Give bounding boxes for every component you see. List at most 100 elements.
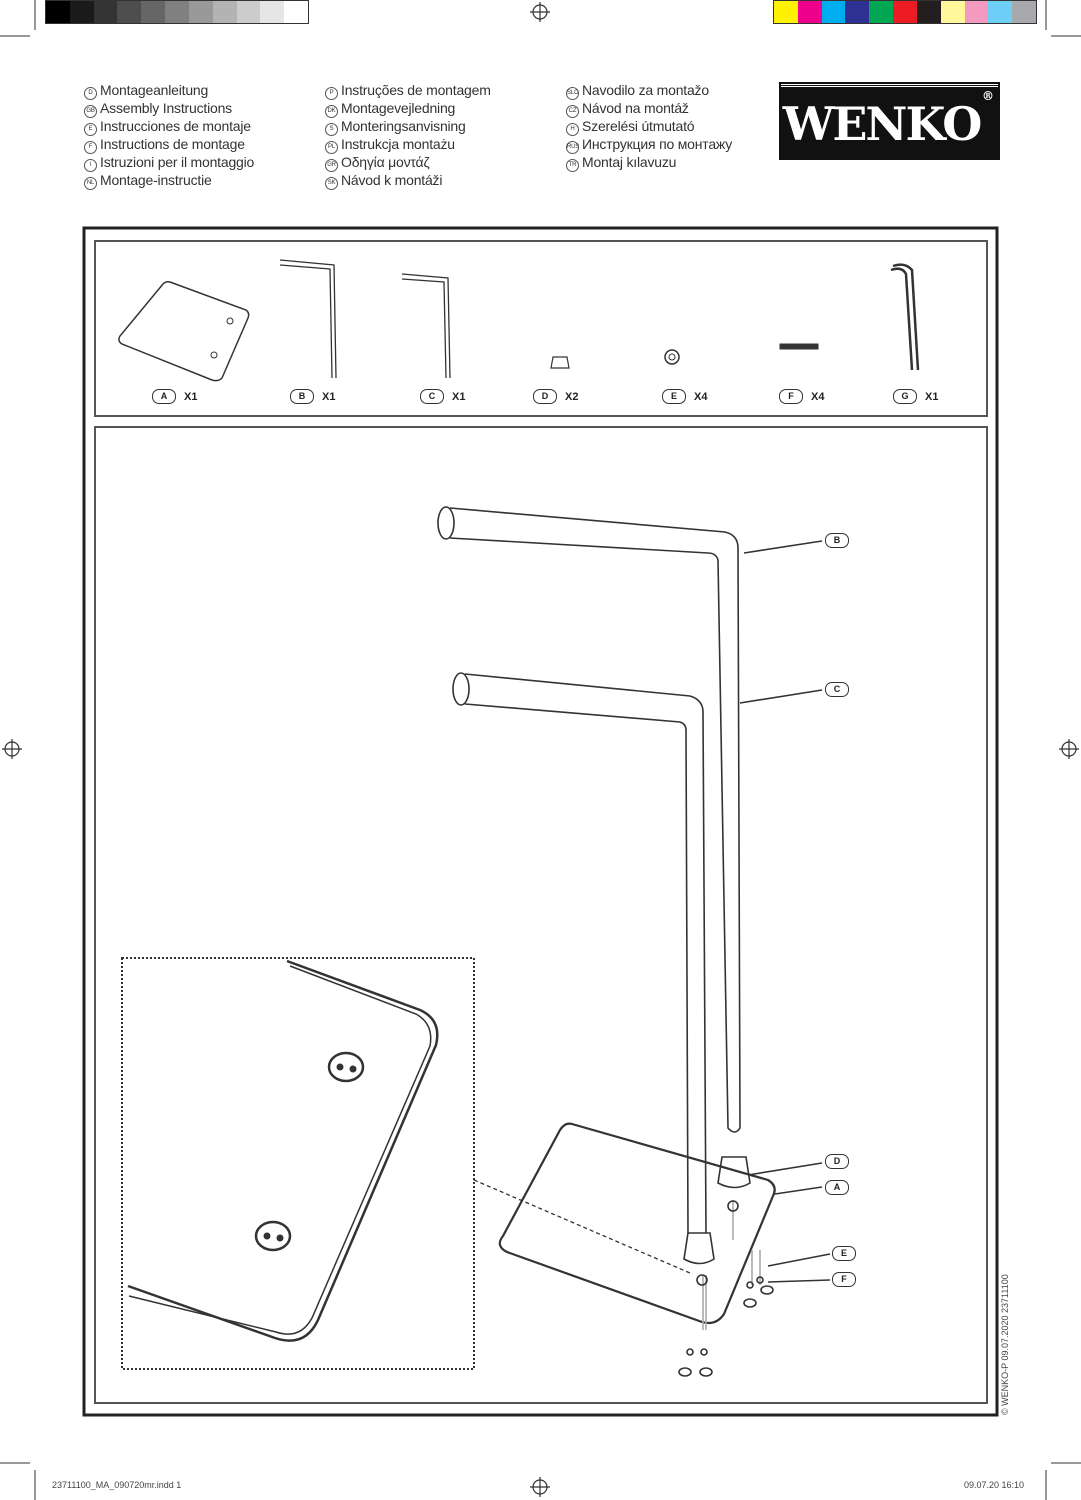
country-code-icon: F	[84, 141, 97, 154]
callout-c: C	[825, 682, 849, 698]
country-code-icon: NL	[84, 177, 97, 190]
registration-mark-icon	[2, 739, 22, 759]
title-text: Οδηγία μοντάζ	[341, 154, 430, 170]
country-code-icon: SLO	[566, 87, 579, 100]
color-swatch	[69, 1, 94, 23]
part-quantity: X1	[184, 390, 198, 403]
callout-f: F	[832, 1272, 856, 1288]
country-code-icon: E	[84, 123, 97, 136]
part-quantity: X1	[925, 390, 939, 403]
country-code-icon: RUS	[566, 141, 579, 154]
color-swatch	[893, 1, 917, 23]
part-letter: D	[533, 389, 557, 404]
part-letter: E	[662, 389, 686, 404]
footer-file-name: 23711100_MA_090720mr.indd 1	[52, 1480, 182, 1490]
color-swatch	[260, 1, 285, 23]
title-text: Istruzioni per il montaggio	[100, 154, 255, 170]
color-swatch	[188, 1, 213, 23]
registration-mark-icon	[530, 2, 550, 22]
part-letter: A	[152, 389, 176, 404]
title-text: Instructions de montage	[100, 136, 245, 152]
grayscale-color-bar	[45, 0, 309, 24]
color-swatch	[964, 1, 989, 23]
callout-letter: F	[832, 1272, 856, 1287]
wenko-logo: WENKO®	[779, 82, 1000, 160]
title-text: Szerelési útmutató	[582, 118, 695, 134]
country-code-icon: PL	[325, 141, 338, 154]
callout-d: D	[825, 1154, 849, 1170]
part-label-a: A X1	[152, 389, 197, 404]
registration-mark-icon	[530, 1477, 550, 1497]
callout-letter: D	[825, 1154, 849, 1169]
color-swatch	[236, 1, 261, 23]
color-swatch	[117, 1, 142, 23]
country-code-icon: I	[84, 159, 97, 172]
color-swatch	[940, 1, 965, 23]
country-code-icon: P	[325, 87, 338, 100]
country-code-icon: TR	[566, 159, 579, 172]
title-text: Instrukcja montażu	[341, 136, 455, 152]
country-code-icon: DK	[325, 105, 338, 118]
process-color-bar	[773, 0, 1037, 24]
color-swatch	[1012, 1, 1036, 23]
country-code-icon: SK	[325, 177, 338, 190]
part-letter: F	[779, 389, 803, 404]
color-swatch	[141, 1, 166, 23]
country-code-icon: GB	[84, 105, 97, 118]
country-code-icon: D	[84, 87, 97, 100]
color-swatch	[284, 1, 308, 23]
part-quantity: X4	[694, 390, 708, 403]
color-swatch	[869, 1, 894, 23]
title-text: Monteringsanvisning	[341, 118, 466, 134]
title-text: Instruções de montagem	[341, 82, 491, 98]
country-code-icon: H	[566, 123, 579, 136]
part-quantity: X4	[811, 390, 825, 403]
color-swatch	[797, 1, 822, 23]
callout-letter: B	[825, 533, 849, 548]
title-text: Montagevejledning	[341, 100, 456, 116]
part-label-e: E X4	[662, 389, 707, 404]
callout-e: E	[832, 1246, 856, 1262]
part-letter: C	[420, 389, 444, 404]
callout-a: A	[825, 1180, 849, 1196]
title-text: Montage-instructie	[100, 172, 212, 188]
country-code-icon: CZ	[566, 105, 579, 118]
color-swatch	[165, 1, 189, 23]
color-swatch	[821, 1, 846, 23]
logo-text: WENKO	[782, 97, 983, 151]
title-text: Montageanleitung	[100, 82, 209, 98]
callout-b: B	[825, 533, 849, 549]
registration-mark-icon	[1059, 739, 1079, 759]
title-text: Návod na montáž	[582, 100, 689, 116]
title-text: Инструкция по монтажу	[582, 136, 733, 152]
footer-timestamp: 09.07.20 16:10	[964, 1480, 1025, 1490]
callout-letter: C	[825, 682, 849, 697]
color-swatch	[916, 1, 941, 23]
color-swatch	[845, 1, 870, 23]
title-text: Montaj kılavuzu	[582, 154, 677, 170]
copyright-side-text: © WENKO-P 09.07.2020 23711100	[1000, 1274, 1010, 1415]
color-swatch	[988, 1, 1013, 23]
color-swatch	[93, 1, 118, 23]
title-text: Assembly Instructions	[100, 100, 232, 116]
